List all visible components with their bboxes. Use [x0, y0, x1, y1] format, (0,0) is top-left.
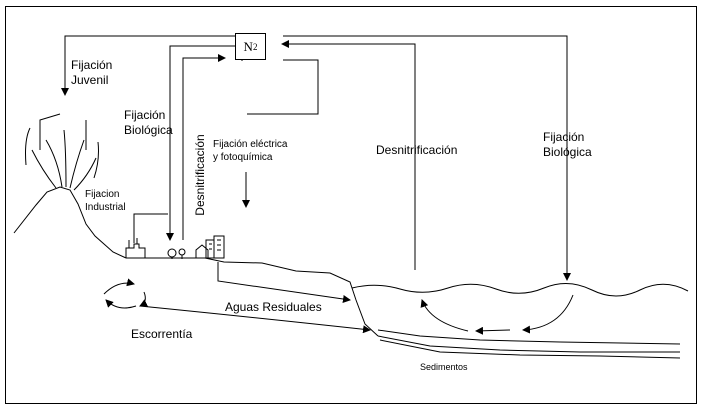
land-surface — [126, 257, 379, 337]
label-fijacion-electrica: Fijación eléctrica y fotoquímica — [213, 139, 288, 163]
sea-surface — [351, 283, 689, 297]
trees-icon — [167, 248, 186, 259]
bracket-fijacion-industrial — [133, 213, 168, 243]
label-fijacion-industrial: Fijacion Industrial — [85, 189, 126, 213]
sea-cycle-left — [420, 299, 469, 332]
bracket-fijacion-electrica — [247, 59, 319, 115]
n2-subscript: 2 — [252, 41, 258, 52]
arrow-fijacion-juvenil — [61, 35, 235, 96]
arrow-desnitrificacion-vertical — [182, 54, 226, 240]
diagram-frame — [5, 6, 697, 404]
factory-icon — [125, 238, 146, 258]
label-desnitrificacion-right: Desnitrificación — [376, 143, 458, 157]
label-fijacion-juvenil: Fijación Juvenil — [71, 58, 113, 87]
small-cycle-right — [139, 291, 149, 307]
arrow-fijacion-biologica-right — [283, 35, 571, 281]
volcano — [13, 186, 127, 259]
label-fijacion-biologica-right: Fijación Biológica — [543, 130, 592, 159]
arrow-aguas-residuales — [217, 262, 351, 303]
arrow-desnitrificacion-right — [281, 40, 416, 270]
small-cycle-bottom — [105, 299, 137, 309]
arrow-escorrentia — [139, 305, 371, 334]
sediment-layer-2 — [377, 335, 680, 353]
sediment-layer-3 — [379, 339, 681, 359]
n2-symbol: N — [243, 38, 253, 54]
sediment-layer-1 — [377, 329, 681, 345]
buildings-icon — [205, 235, 225, 259]
small-cycle-top — [103, 278, 135, 295]
sea-cycle-right — [522, 294, 574, 334]
sea-cycle-bottom — [475, 326, 511, 335]
label-sedimentos: Sedimentos — [420, 362, 468, 372]
volcano-smoke — [25, 113, 99, 191]
label-fijacion-biologica-left: Fijación Biológica — [124, 108, 173, 137]
label-aguas-residuales: Aguas Residuales — [225, 300, 322, 314]
label-escorrentia: Escorrentía — [131, 327, 193, 341]
label-desnitrificacion-vertical: Desnitrificación — [193, 134, 207, 216]
